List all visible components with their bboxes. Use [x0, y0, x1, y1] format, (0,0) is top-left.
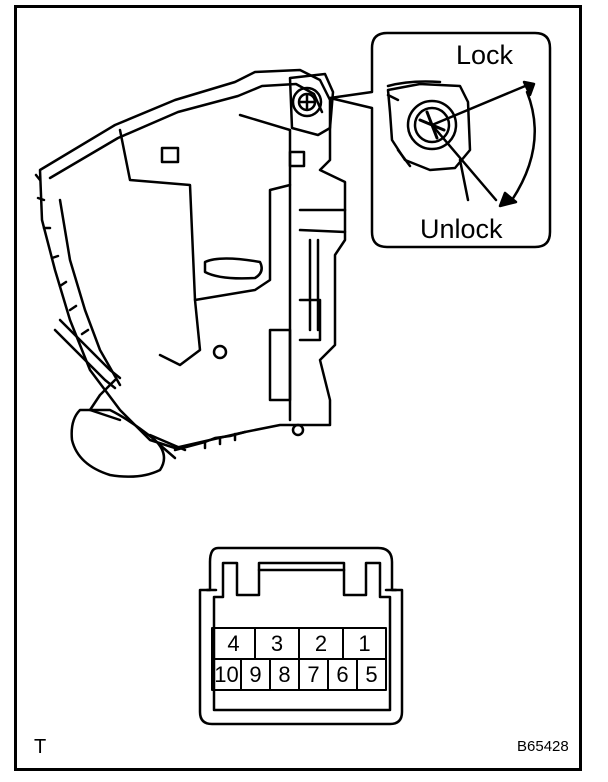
- pin-label: 10: [214, 662, 239, 687]
- figure-border: [14, 5, 582, 771]
- pin-label: 6: [336, 662, 349, 687]
- pin-label: 2: [314, 631, 328, 656]
- pin-label: 4: [227, 631, 240, 656]
- pin-label: 7: [307, 662, 320, 687]
- pin-label: 9: [249, 662, 262, 687]
- connector-face-view: [198, 546, 404, 726]
- lock-callout-bubble: [328, 31, 552, 249]
- pin-label: 1: [358, 631, 371, 656]
- pin-label: 5: [365, 662, 378, 687]
- pin-label: 8: [278, 662, 291, 687]
- figure-id: B65428: [517, 738, 569, 755]
- lock-label: Lock: [456, 40, 514, 70]
- corner-mark: T: [34, 736, 47, 758]
- unlock-label: Unlock: [420, 214, 503, 244]
- lock-motor-housing: [34, 68, 347, 478]
- pin-label: 3: [270, 631, 284, 656]
